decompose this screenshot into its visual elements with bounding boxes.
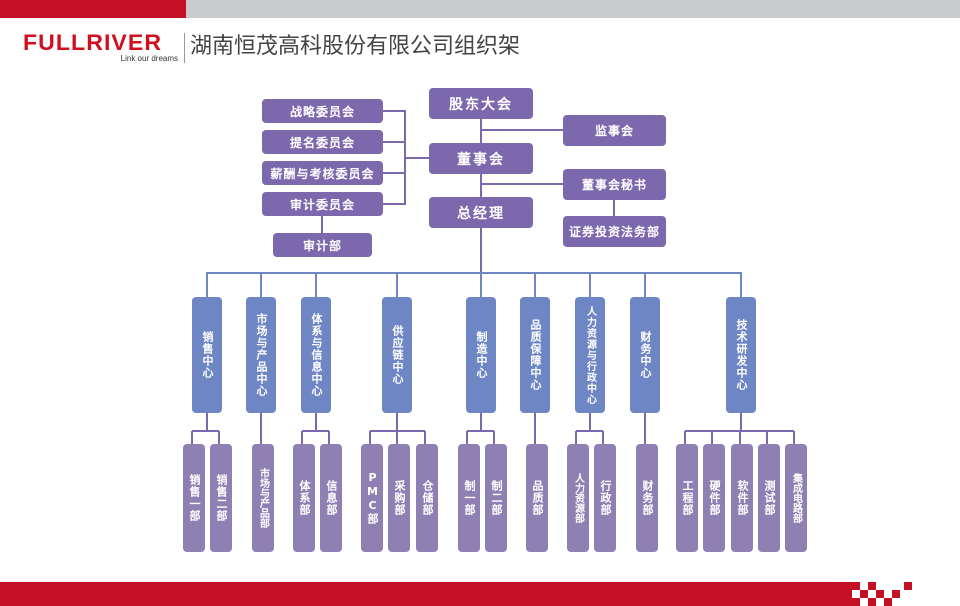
node-center: 人力资源与行政中心 [575,297,605,413]
node-shareholders: 股东大会 [429,88,533,119]
header-red-bar [0,0,186,18]
footer-pixel [868,582,876,590]
footer-red-bar [0,582,852,606]
footer-pixel [892,590,900,598]
node-center: 制造中心 [466,297,496,413]
node-department: 仓储部 [416,444,438,552]
node-department: 品质部 [526,444,548,552]
logo-tagline: Link our dreams [120,54,178,63]
node-department: 集成电路部 [785,444,807,552]
node-department: 硬件部 [703,444,725,552]
node-department: 信息部 [320,444,342,552]
footer-pixel [876,590,884,598]
node-department: 销售二部 [210,444,232,552]
node-center: 品质保障中心 [520,297,550,413]
node-supervisory-board: 监事会 [563,115,666,146]
node-department: 制一部 [458,444,480,552]
footer-pixel [904,582,912,590]
node-committee-nomination: 提名委员会 [262,130,383,154]
node-center: 体系与信息中心 [301,297,331,413]
footer-pixel [868,598,876,606]
page-title: 湖南恒茂高科股份有限公司组织架 [190,34,521,59]
node-department: 制二部 [485,444,507,552]
node-department: PMC部 [361,444,383,552]
footer-pixel [852,582,860,590]
node-department: 销售一部 [183,444,205,552]
node-department: 体系部 [293,444,315,552]
header-gray-bar [186,0,960,18]
node-committee-audit: 审计委员会 [262,192,383,216]
node-board-secretary: 董事会秘书 [563,169,666,200]
node-center: 技术研发中心 [726,297,756,413]
fullriver-logo: FULLRIVER Link our dreams [23,32,178,66]
node-department: 测试部 [758,444,780,552]
node-general-manager: 总经理 [429,197,533,228]
node-center: 市场与产品中心 [246,297,276,413]
node-department: 工程部 [676,444,698,552]
footer-pixel [884,598,892,606]
node-department: 人力资源部 [567,444,589,552]
footer-pixel [852,598,860,606]
node-department: 市场与产品部 [252,444,274,552]
footer-pixel [860,590,868,598]
node-board: 董事会 [429,143,533,174]
logo-wordmark: FULLRIVER [23,30,163,55]
node-department: 财务部 [636,444,658,552]
node-center: 财务中心 [630,297,660,413]
node-securities-legal-dept: 证券投资法务部 [563,216,666,247]
title-divider [184,33,185,63]
node-department: 采购部 [388,444,410,552]
node-department: 行政部 [594,444,616,552]
node-committee-compensation: 薪酬与考核委员会 [262,161,383,185]
node-department: 软件部 [731,444,753,552]
node-center: 供应链中心 [382,297,412,413]
node-committee-strategy: 战略委员会 [262,99,383,123]
node-center: 销售中心 [192,297,222,413]
node-audit-dept: 审计部 [273,233,372,257]
